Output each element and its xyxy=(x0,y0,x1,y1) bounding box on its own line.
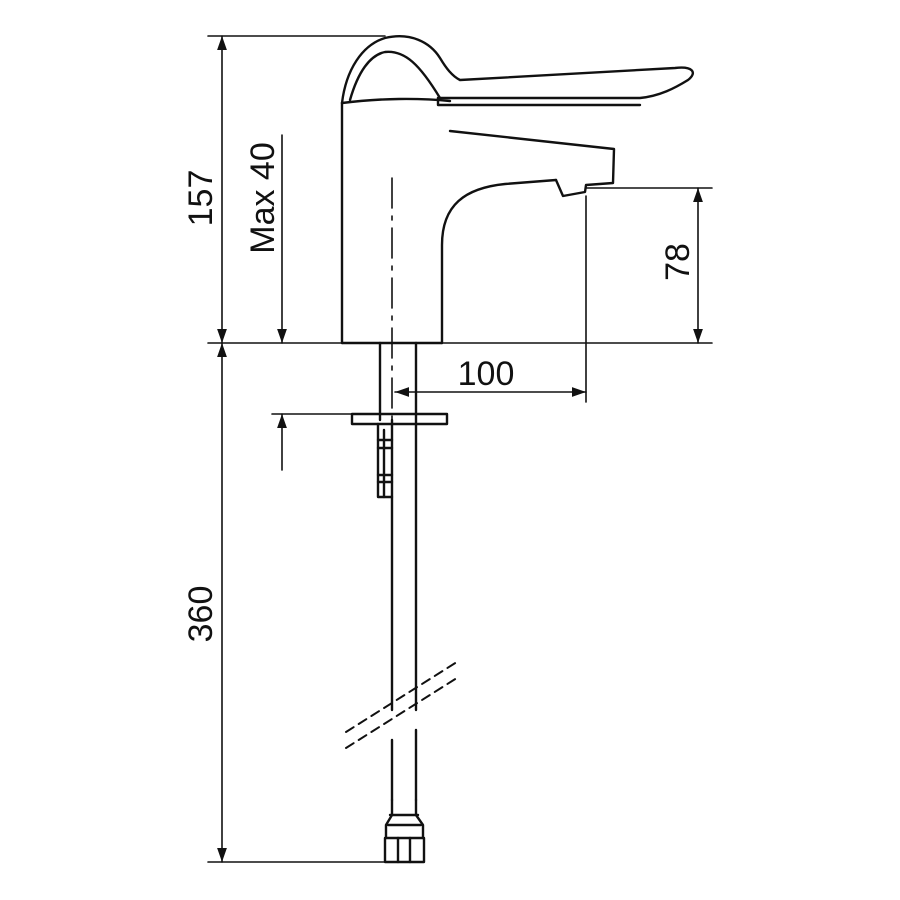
mounting-washer xyxy=(350,412,449,499)
label-hose-length: 360 xyxy=(182,586,220,643)
faucet-body xyxy=(340,97,616,345)
label-deck-thickness: Max 40 xyxy=(244,142,282,254)
label-spout-reach: 100 xyxy=(458,355,515,393)
label-overall-height: 157 xyxy=(182,170,220,227)
dimension-spout-reach xyxy=(394,195,587,403)
dimension-deck-thickness xyxy=(271,134,361,471)
dimension-hose-length xyxy=(207,342,386,863)
supply-hose xyxy=(378,341,426,864)
dimension-spout-height xyxy=(585,187,713,344)
break-symbol xyxy=(345,659,461,749)
label-spout-height: 78 xyxy=(659,243,697,281)
dimension-overall-height xyxy=(207,35,386,344)
lever-handle xyxy=(340,35,694,107)
